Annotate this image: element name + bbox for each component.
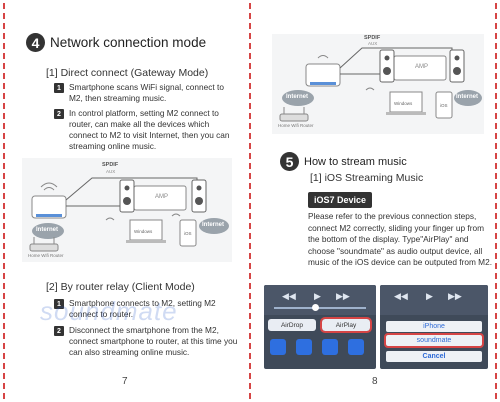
booklet-border: [3, 3, 497, 399]
section-title: How to stream music: [304, 155, 407, 168]
timer-icon[interactable]: [296, 339, 312, 355]
page-8: SPDIF AUX AMP Internet Internet Home Wif…: [250, 0, 500, 402]
internet-cloud-icon: [282, 90, 314, 106]
list-item: 2 Disconnect the smartphone from the M2,…: [54, 325, 239, 358]
step-number-badge: 1: [54, 83, 64, 93]
page-number: 8: [372, 376, 378, 387]
step-text: Smartphone connects to M2, setting M2 co…: [69, 298, 216, 319]
page-7: 4 Network connection mode [1] Direct con…: [22, 33, 239, 387]
step-text: In control platform, setting M2 connect …: [69, 108, 230, 151]
wifi-icon: [43, 187, 55, 191]
sub-heading-ios-streaming: [1] iOS Streaming Music: [310, 172, 424, 184]
step-text: Disconnect the smartphone from the M2, c…: [69, 325, 238, 357]
network-diagram-direct: SPDIF AUX AMP Internet Internet Home Wif…: [22, 158, 232, 262]
page-number: 7: [122, 376, 128, 387]
m2-device-icon: [305, 63, 341, 87]
windows-label: Windows: [134, 229, 153, 234]
section-4-heading: 4 Network connection mode: [26, 33, 206, 52]
page-divider: [249, 3, 251, 399]
section-number-badge: 4: [26, 33, 45, 52]
step-number-badge: 2: [54, 109, 64, 119]
speaker-icon: [449, 49, 465, 83]
list-item: 2 In control platform, setting M2 connec…: [54, 108, 239, 152]
airdrop-button[interactable]: AirDrop: [268, 319, 316, 331]
internet-label: Internet: [36, 227, 59, 233]
internet-label: Internet: [456, 94, 479, 100]
sub-heading-router-relay: [2] By router relay (Client Mode): [46, 281, 195, 293]
ios-label: iOS: [440, 103, 448, 108]
list-item: 1 Smartphone connects to M2, setting M2 …: [54, 298, 239, 320]
cancel-button[interactable]: Cancel: [386, 351, 482, 362]
internet-cloud-icon: [199, 218, 229, 234]
forward-icon[interactable]: ▶▶: [336, 291, 350, 301]
speaker-icon: [379, 49, 395, 83]
list-item: 1 Smartphone scans WiFi signal, connect …: [54, 82, 239, 104]
router-label: Home Wifi Router: [278, 123, 314, 128]
ios-label: iOS: [184, 231, 192, 236]
step-number-badge: 1: [54, 299, 64, 309]
router-label: Home Wifi Router: [28, 253, 64, 258]
amp-label: AMP: [155, 194, 169, 200]
tablet-icon: [435, 91, 453, 119]
rewind-icon[interactable]: ◀◀: [394, 291, 408, 301]
step-text: Smartphone scans WiFi signal, connect to…: [69, 82, 224, 103]
volume-knob[interactable]: [312, 304, 319, 311]
spdif-label: SPDIF: [102, 162, 119, 168]
play-icon[interactable]: ▶: [314, 291, 321, 301]
airplay-option-iphone[interactable]: iPhone: [386, 321, 482, 332]
sub-heading-direct-connect: [1] Direct connect (Gateway Mode): [46, 67, 209, 79]
airplay-button[interactable]: AirPlay: [320, 317, 372, 333]
forward-icon[interactable]: ▶▶: [448, 291, 462, 301]
windows-label: Windows: [394, 101, 413, 106]
section-title: Network connection mode: [50, 35, 207, 50]
calculator-icon[interactable]: [322, 339, 338, 355]
aux-label: AUX: [106, 169, 116, 174]
tablet-icon: [179, 219, 197, 247]
flashlight-icon[interactable]: [270, 339, 286, 355]
rewind-icon[interactable]: ◀◀: [282, 291, 296, 301]
internet-label: Internet: [202, 222, 225, 228]
step-number-badge: 2: [54, 326, 64, 336]
ios-control-center-screenshot: ◀◀ ▶ ▶▶ AirDrop AirPlay: [264, 285, 376, 369]
aux-label: AUX: [368, 41, 378, 46]
section-5-heading: 5 How to stream music: [280, 152, 407, 171]
airplay-option-soundmate[interactable]: soundmate: [384, 333, 484, 348]
volume-slider[interactable]: [274, 307, 366, 309]
play-icon[interactable]: ▶: [426, 291, 433, 301]
camera-icon[interactable]: [348, 339, 364, 355]
wifi-icon: [317, 55, 329, 59]
amp-label: AMP: [415, 64, 429, 70]
section-number-badge: 5: [280, 152, 299, 171]
speaker-icon: [119, 179, 135, 213]
ios7-device-badge: iOS7 Device: [308, 192, 373, 208]
internet-cloud-icon: [454, 90, 482, 106]
ios-instructions: Please refer to the previous connection …: [308, 211, 493, 267]
airplay-menu-screenshot: ◀◀ ▶ ▶▶ iPhone soundmate Cancel: [380, 285, 488, 369]
spdif-label: SPDIF: [364, 35, 381, 41]
m2-device-icon: [31, 195, 67, 219]
network-diagram-relay: SPDIF AUX AMP Internet Internet Home Wif…: [272, 34, 484, 134]
internet-label: Internet: [286, 94, 309, 100]
speaker-icon: [191, 179, 207, 213]
internet-cloud-icon: [32, 223, 64, 239]
